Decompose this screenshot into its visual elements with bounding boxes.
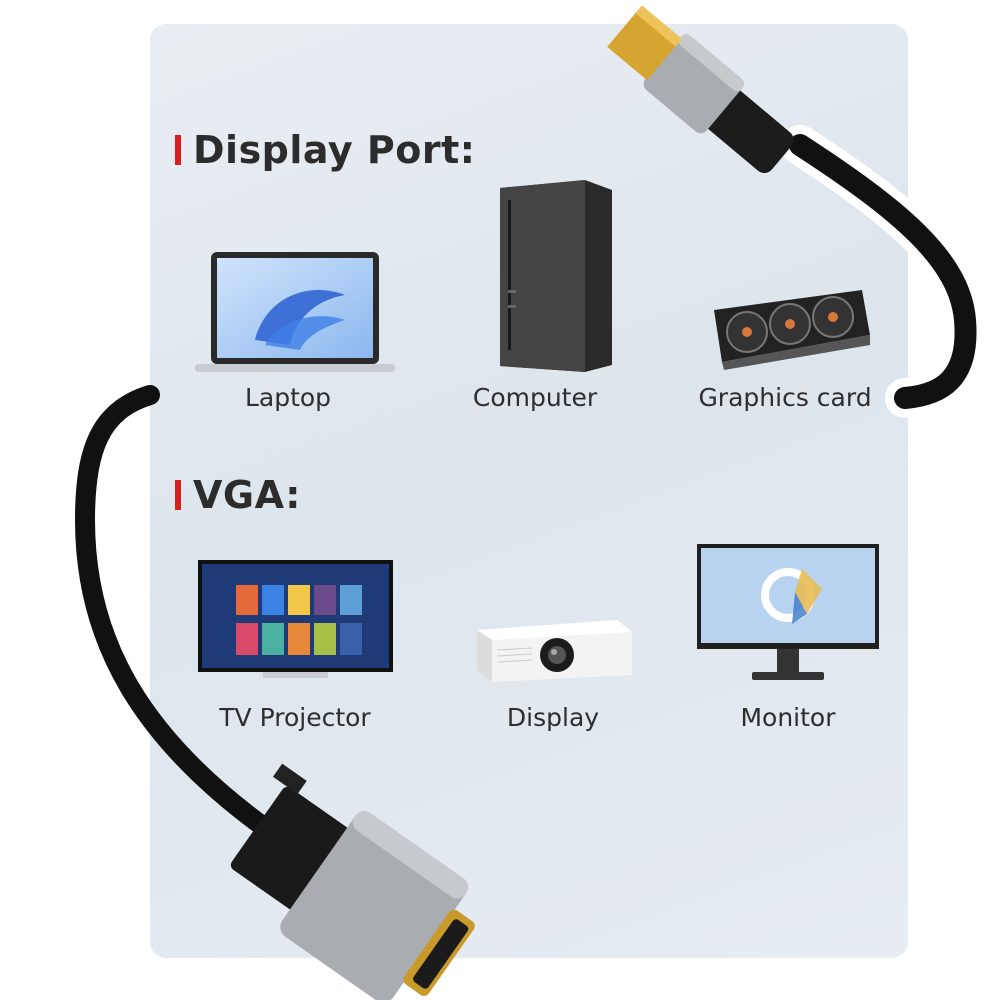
device-label-computer: Computer [472,383,598,412]
vga-connector [230,763,475,1000]
monitor-icon [697,544,879,680]
tv-icon [198,560,393,678]
device-label-graphics-card: Graphics card [698,383,872,412]
section-title-display-port: Display Port: [175,128,475,172]
device-label-display: Display [506,703,600,732]
device-label-laptop: Laptop [244,383,332,412]
display-port-title: Display Port: [193,128,476,172]
accent-bar [175,135,181,165]
projector-icon [477,620,632,682]
section-title-vga: VGA: [175,473,301,517]
accent-bar [175,480,181,510]
vga-title: VGA: [193,473,301,517]
displayport-connector [607,5,794,173]
device-label-monitor: Monitor [740,703,836,732]
device-label-tv-projector: TV Projector [219,703,371,732]
desktop-tower-icon [500,180,612,372]
laptop-icon [195,252,395,372]
graphics-card-icon [714,290,870,370]
